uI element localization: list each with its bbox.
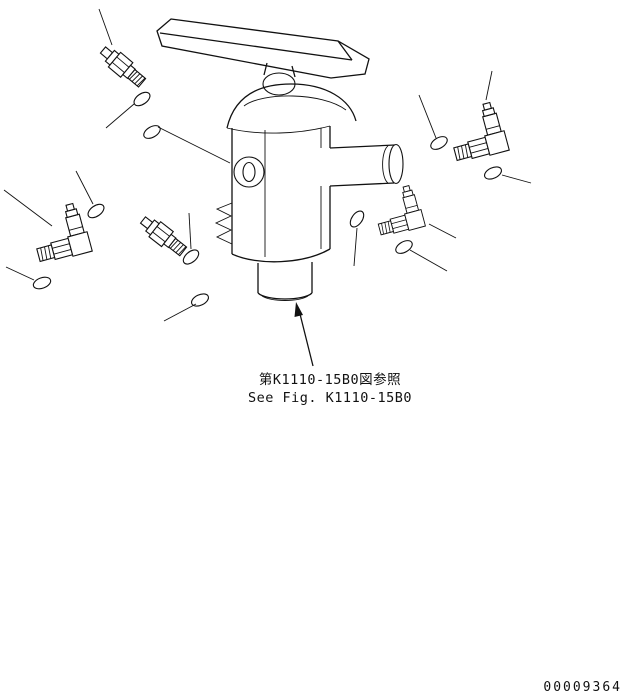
- reference-arrow: [294, 302, 314, 367]
- pedal-stem: [291, 65, 296, 78]
- break-line: [214, 202, 233, 245]
- o-ring: [32, 276, 52, 290]
- o-ring: [395, 240, 413, 254]
- valve-port-bore: [242, 161, 256, 183]
- leader-line: [353, 227, 358, 267]
- o-ring: [87, 203, 105, 219]
- elbow-fitting-left: [27, 201, 93, 266]
- elbow-fitting-mid-right: [370, 183, 426, 239]
- o-rings: [32, 91, 502, 307]
- valve-port: [233, 156, 265, 188]
- leader-line: [163, 303, 197, 322]
- o-ring: [430, 136, 448, 150]
- leader-line: [5, 266, 35, 281]
- valve-dome: [226, 83, 357, 129]
- leader-line: [428, 223, 457, 239]
- leader-line: [105, 103, 135, 129]
- o-ring: [143, 125, 161, 139]
- valve-body: [214, 72, 404, 301]
- pedal-stem: [263, 62, 268, 76]
- leader-line: [188, 212, 192, 250]
- o-ring: [182, 249, 200, 265]
- brake-pedal: [156, 18, 370, 79]
- bottom-port: [257, 262, 313, 301]
- elbow-fitting-right: [444, 100, 510, 165]
- o-ring: [484, 166, 502, 180]
- leader-line: [501, 174, 532, 184]
- caption-line-jp: 第K1110-15B0図参照: [259, 371, 401, 388]
- leader-line: [3, 189, 53, 227]
- nipple-fitting-top-left: [96, 42, 149, 91]
- outlet-cylinder: [329, 143, 404, 187]
- o-ring: [191, 293, 209, 307]
- leader-line: [98, 8, 113, 46]
- o-ring: [349, 210, 365, 228]
- leader-line: [75, 170, 94, 205]
- leader-line: [409, 249, 448, 272]
- leader-lines: [3, 8, 532, 322]
- leader-line: [485, 70, 493, 101]
- drawing-number: 00009364: [543, 680, 622, 695]
- arrowhead: [294, 302, 303, 317]
- o-ring: [133, 91, 151, 107]
- leader-line: [418, 94, 437, 139]
- nipple-fitting-center: [136, 211, 190, 260]
- leader-line: [157, 126, 231, 164]
- reference-caption: 第K1110-15B0図参照 See Fig. K1110-15B0: [248, 371, 412, 406]
- caption-line-en: See Fig. K1110-15B0: [248, 390, 412, 406]
